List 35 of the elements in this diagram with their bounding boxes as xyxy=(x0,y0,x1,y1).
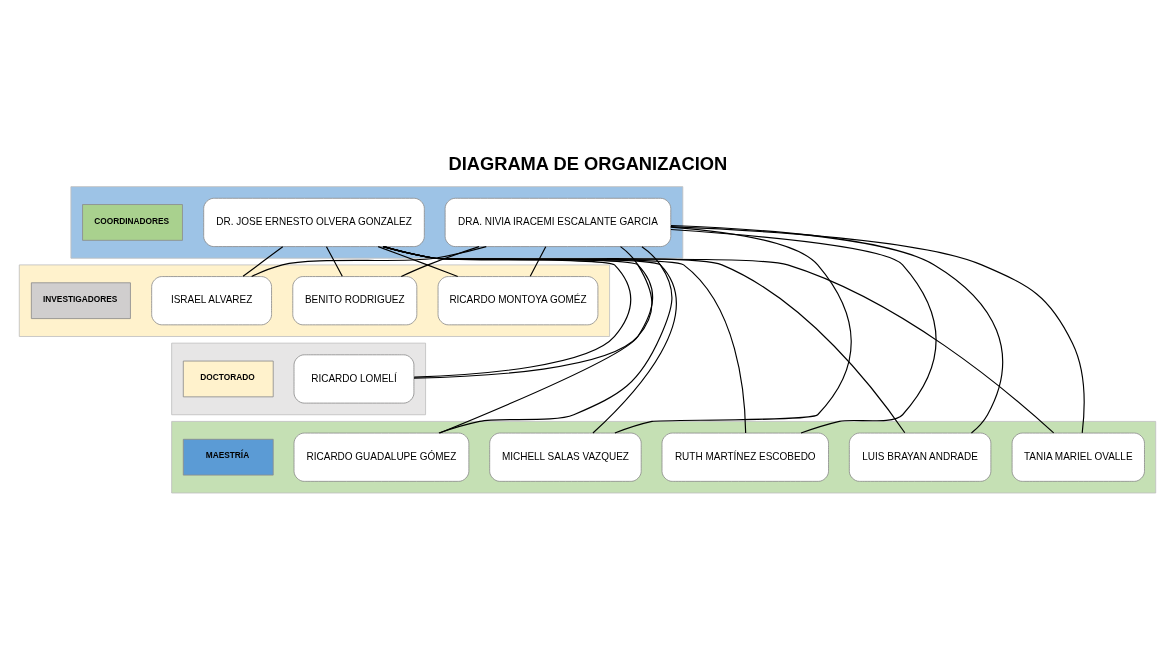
diagram-title: DIAGRAMA DE ORGANIZACION xyxy=(448,152,728,174)
node-box: INVESTIGADORES xyxy=(30,281,131,319)
cluster xyxy=(171,342,426,415)
connector xyxy=(670,225,1085,433)
connector xyxy=(377,245,459,277)
connector xyxy=(438,245,673,434)
node-box: TANIA MARIEL OVALLE xyxy=(1011,432,1145,482)
connector xyxy=(251,245,487,277)
node-box: DOCTORADO xyxy=(182,360,274,397)
node-box: MICHELL SALAS VAZQUEZ xyxy=(489,432,642,482)
node-box: LUIS BRAYAN ANDRADE xyxy=(848,432,992,482)
connector xyxy=(382,245,906,433)
connector xyxy=(670,228,937,434)
node-box: DR. JOSE ERNESTO OLVERA GONZALEZ xyxy=(203,197,425,247)
connector xyxy=(614,226,852,434)
node-box: DRA. NIVIA IRACEMI ESCALANTE GARCIA xyxy=(444,197,672,247)
connector xyxy=(400,245,480,277)
cluster xyxy=(171,420,1157,493)
connector xyxy=(242,245,284,277)
cluster xyxy=(70,185,684,259)
node-box: MAESTRÍA xyxy=(182,438,274,476)
connector xyxy=(670,224,1004,434)
connector xyxy=(382,245,747,434)
connector xyxy=(529,245,547,277)
connector xyxy=(413,245,653,379)
node-box: RICARDO GUADALUPE GÓMEZ xyxy=(293,432,470,482)
connector xyxy=(325,245,343,277)
cluster xyxy=(18,263,610,337)
node-box: BENITO RODRIGUEZ xyxy=(292,275,418,325)
node-box: COORDINADORES xyxy=(82,203,183,241)
connector xyxy=(382,245,1055,433)
node-box: RICARDO LOMELÍ xyxy=(293,353,415,403)
node-box: RUTH MARTÍNEZ ESCOBEDO xyxy=(661,432,829,482)
node-box: RICARDO MONTOYA GOMÉZ xyxy=(437,275,599,325)
node-box: ISRAEL ALVAREZ xyxy=(151,275,272,325)
